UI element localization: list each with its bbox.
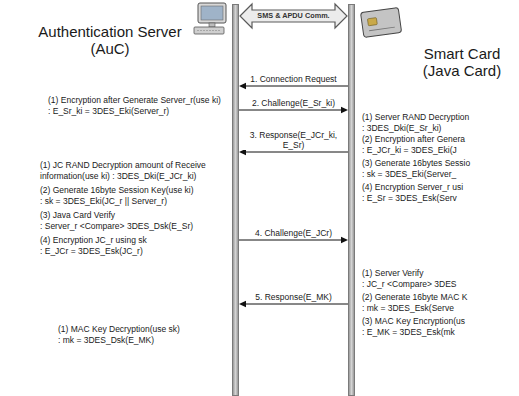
arrowhead [239, 301, 246, 307]
message-label: 1. Connection Request [249, 74, 337, 84]
smart-card-icon [360, 4, 402, 40]
annotation-text: (1) Server RAND Decryption [362, 112, 469, 123]
stand [209, 23, 215, 27]
annotation-text: : E_Sr_ki = 3DES_Eki(Server_r) [48, 106, 169, 117]
annotation-text: (2) Generate 16byte Session Key(use ki) [40, 185, 194, 196]
message-line [245, 86, 348, 87]
annotation-text: (4) Encryption JC_r using sk [40, 235, 147, 246]
annotation-text: : E_JCr = 3DES_Esk(JC_r) [40, 246, 143, 257]
annotation-text: : E_MK = 3DES_Esk(mk [362, 327, 455, 338]
message-line [245, 304, 348, 305]
annotation-text: : mk = 3DES_Dsk(E_MK) [58, 335, 154, 346]
participant-title: Authentication Server (AuC) [24, 23, 196, 57]
annotation-text: : E_Sr = 3DES_Esk(Serv [362, 193, 457, 204]
arrowhead [341, 107, 348, 113]
message-line [239, 240, 342, 241]
monitor [198, 3, 226, 23]
annotation-text: (1) MAC Key Decryption(use sk) [58, 324, 180, 335]
annotation-text: (1) Encryption after Generate Server_r(u… [48, 95, 221, 106]
annotation-text: information(use ki) : 3DES_Dki(E_JCr_ki) [40, 171, 196, 182]
channel-label: SMS & APDU Comm. [257, 11, 329, 21]
annotation-text: (4) Encryption Server_r usi [362, 182, 463, 193]
annotation-text: : sk = 3DES_Eki(Server_ [362, 169, 456, 180]
participant-title: Smart Card (Java Card) [407, 45, 517, 79]
annotation-text: (1) Server Verify [362, 268, 423, 279]
annotation-text: : E_JCr_ki = 3DES_Eki(J [362, 145, 457, 156]
card-chip [367, 18, 377, 26]
message-line [239, 110, 342, 111]
channel-arrow-shape [240, 4, 347, 28]
annotation-text: : Server_r <Compare> 3DES_Dsk(E_Sr) [40, 221, 193, 232]
card-body [361, 7, 402, 37]
annotation-text: (1) JC RAND Decryption amount of Receive [40, 160, 206, 171]
message-label: 2. Challenge(E_Sr_ki) [251, 98, 336, 108]
annotation-text: (2) Encryption after Genera [362, 134, 465, 145]
keys [197, 30, 221, 31]
keyboard [194, 27, 224, 34]
annotation-text: (3) Java Card Verify [40, 210, 115, 221]
lifeline: Smart Card (Java Card) [348, 4, 355, 396]
annotation-text: (3) MAC Key Encryption(us [362, 316, 465, 327]
annotation-text: : JC_r <Compare> 3DES [362, 279, 456, 290]
annotation-text: : mk = 3DES_Esk(Serve [362, 303, 454, 314]
computer-icon [192, 2, 230, 36]
screen [201, 6, 223, 20]
message-label: 4. Challenge(E_JCr) [254, 228, 333, 238]
annotation-text: (3) Generate 16bytes Sessio [362, 158, 470, 169]
annotation-text: (2) Generate 16byte MAC K [362, 292, 467, 303]
message-label: 5. Response(E_MK) [254, 292, 333, 302]
message-line [245, 152, 348, 153]
arrowhead [239, 83, 246, 89]
channel-arrow [240, 4, 347, 28]
annotation-text: : 3DES_Dki(E_Sr_ki) [362, 123, 441, 134]
arrowhead [341, 237, 348, 243]
card-stripe [369, 27, 395, 31]
lifeline: Authentication Server (AuC) [232, 4, 239, 396]
annotation-text: : sk = 3DES_Eki(JC_r || Server_r) [40, 196, 167, 207]
message-label: 3. Response(E_JCr_ki, E_Sr) [240, 130, 347, 150]
